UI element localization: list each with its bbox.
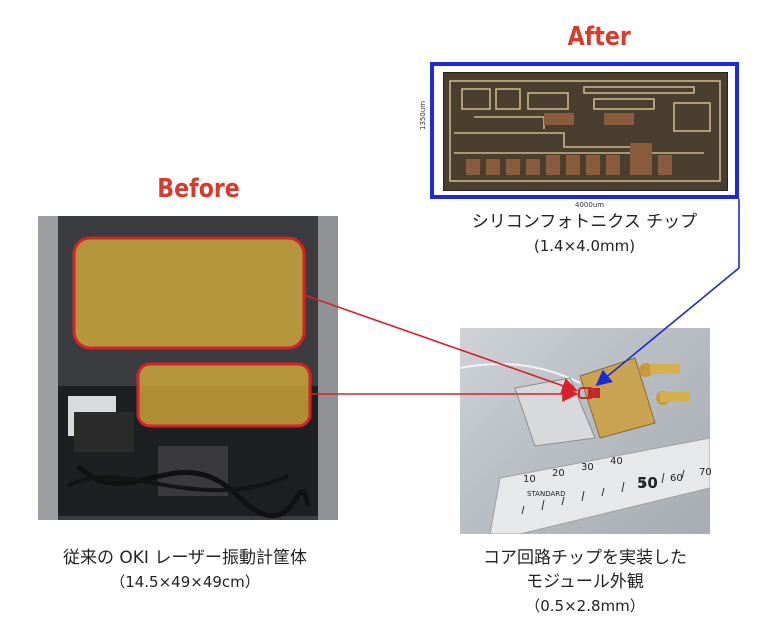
module-photo: [460, 328, 710, 534]
chip-height-dimension: 1350um: [419, 101, 427, 130]
chip-photo: [443, 72, 728, 191]
module-caption-line2: モジュール外観: [526, 572, 644, 592]
instrument-name: 従来の OKI レーザー振動計筐体: [62, 548, 307, 568]
ruler-mark: 50: [637, 474, 658, 492]
upper-connector-arrow: [303, 294, 579, 394]
chip-width-dimension: 4000um: [575, 201, 604, 209]
module-drawing: [460, 357, 710, 534]
ruler-brand: STANDARD: [527, 490, 566, 498]
chip-caption: シリコンフォトニクス チップ (1.4×4.0mm): [430, 210, 739, 258]
chip-size: (1.4×4.0mm): [533, 237, 636, 255]
ruler-mark: 20: [552, 468, 565, 479]
ruler-mark: 70: [699, 467, 712, 478]
highlight-lower-region: [136, 362, 312, 428]
ruler-mark: 60: [670, 473, 683, 484]
chip-name: シリコンフォトニクス チップ: [471, 212, 698, 232]
ruler-mark: 10: [523, 474, 536, 485]
after-title: After: [567, 22, 631, 52]
instrument-caption: 従来の OKI レーザー振動計筐体 （14.5×49×49cm）: [20, 546, 350, 594]
highlight-upper-region: [72, 236, 306, 350]
chip-circuit-drawing: [449, 80, 721, 182]
chip-location-marker: [578, 387, 594, 399]
chip-connector-arrow: [595, 199, 740, 387]
ruler-mark: 40: [610, 456, 623, 467]
chip-photo-frame: [430, 62, 739, 199]
module-size: （0.5×2.8mm）: [525, 597, 645, 615]
instrument-size: （14.5×49×49cm）: [110, 573, 260, 591]
module-caption-line1: コア回路チップを実装した: [483, 548, 687, 568]
module-caption: コア回路チップを実装した モジュール外観 （0.5×2.8mm）: [455, 546, 715, 618]
ruler-mark: 30: [581, 462, 594, 473]
before-title: Before: [157, 174, 240, 204]
